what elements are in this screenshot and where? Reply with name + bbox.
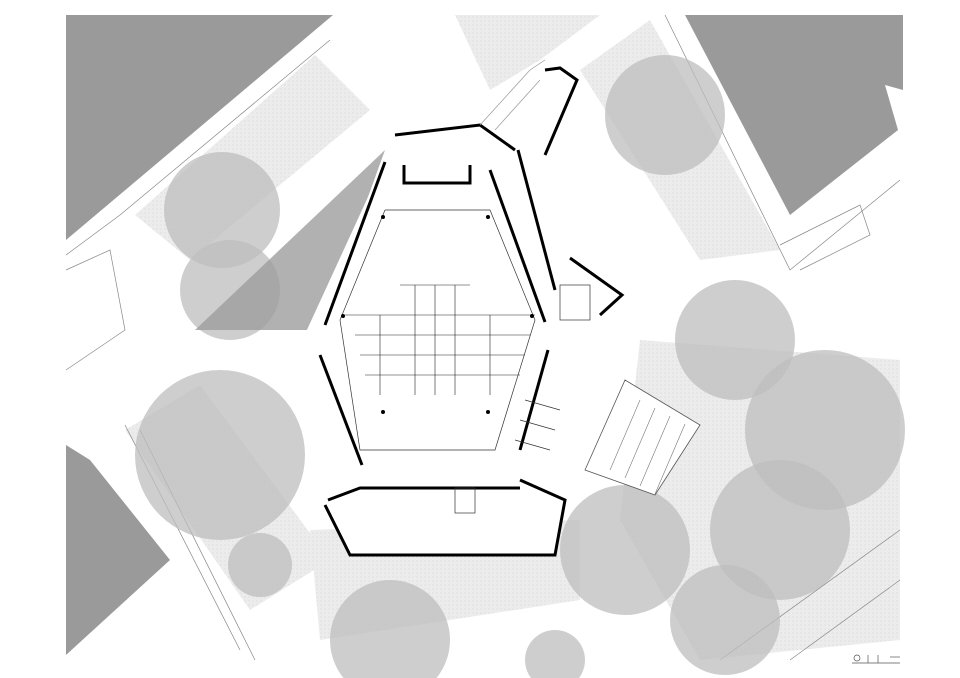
tree [560,485,690,615]
tree [330,580,450,678]
north-arrow-icon [853,654,861,662]
walls [318,66,625,557]
shaded-lawn [195,150,385,330]
tree [605,55,725,175]
columns [341,215,534,414]
tree [710,460,850,600]
interior-lines [339,209,591,514]
access-path [479,59,546,131]
neighbor-building-sw [66,445,170,655]
scale-bar [852,654,900,664]
tree-canopies [135,55,905,678]
neighbor-building-nw [66,15,333,240]
tree [525,630,585,678]
neighbor-building-ne [685,15,903,215]
tree [164,152,280,268]
neighbor-buildings [66,15,903,655]
tree [675,280,795,400]
main-building [300,59,625,557]
pavilion-slats [609,399,686,495]
hall-grid [345,284,535,395]
ground-area-n [455,15,600,90]
tree [670,565,780,675]
tree [228,533,292,597]
tree [135,370,305,540]
